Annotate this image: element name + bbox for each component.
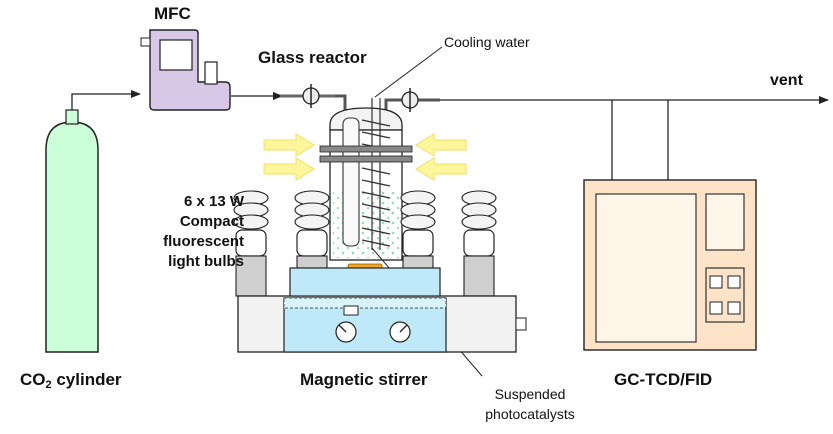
fluorescent-bulb-icon	[233, 190, 269, 297]
magnetic-stirrer-icon	[237, 267, 527, 353]
co2-formula-text: CO	[20, 370, 46, 389]
mass-flow-controller-icon	[140, 29, 231, 111]
gas-line-cylinder-to-mfc	[71, 90, 141, 110]
suspended-photocatalysts-label: Suspended photocatalysts	[485, 386, 575, 422]
co2-cylinder-text: cylinder	[51, 370, 122, 389]
gas-cylinder-icon	[45, 109, 99, 353]
glass-reactor-icon	[319, 98, 413, 271]
light-bulbs-label: 6 x 13 W Compact fluorescent light bulbs	[163, 193, 244, 270]
valve-icon	[280, 84, 347, 140]
cooling-water-label: Cooling water	[444, 34, 530, 50]
magnetic-stirrer-label: Magnetic stirrer	[300, 370, 428, 389]
gas-chromatograph-icon	[583, 179, 757, 351]
mfc-label: MFC	[154, 4, 191, 23]
cooling-water-pointer	[374, 46, 443, 98]
glass-reactor-label: Glass reactor	[258, 48, 367, 67]
light-arrow-icon	[263, 133, 467, 181]
vent-label: vent	[770, 72, 803, 89]
co2-subscript: 2	[45, 379, 52, 391]
fluorescent-bulb-icon	[461, 190, 497, 297]
co2-cylinder-label: CO2 cylinder	[20, 370, 122, 391]
gc-label: GC-TCD/FID	[614, 370, 713, 389]
